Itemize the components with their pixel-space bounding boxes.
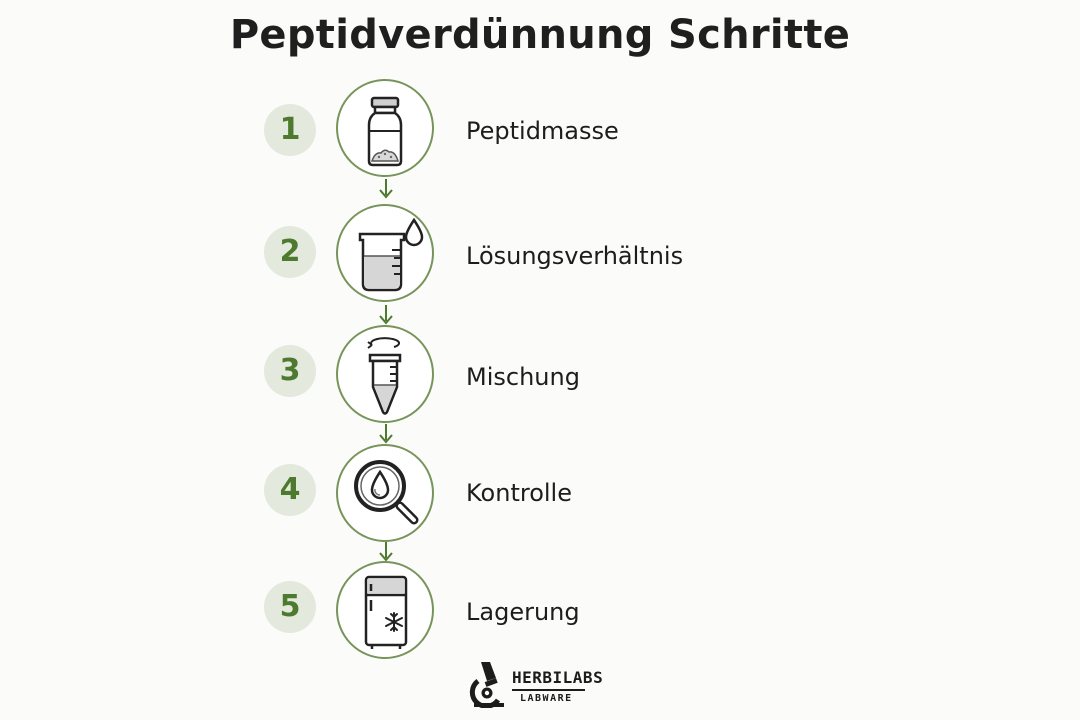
step-icon-circle xyxy=(336,561,434,659)
step-label: Peptidmasse xyxy=(466,117,619,145)
centrifuge-tube-icon xyxy=(367,337,402,415)
flow-arrow xyxy=(379,424,393,444)
step-3: 3 Mischung xyxy=(0,325,1080,425)
step-label: Lagerung xyxy=(466,598,580,626)
step-icon-circle xyxy=(336,444,434,542)
step-2: 2 Lösungsverhältnis xyxy=(0,204,1080,304)
beaker-drop-icon xyxy=(358,217,424,292)
step-label: Kontrolle xyxy=(466,479,572,507)
step-number: 5 xyxy=(264,581,316,633)
step-icon-circle xyxy=(336,79,434,177)
step-4: 4 Kontrolle xyxy=(0,444,1080,544)
brand-name: HERBILABS xyxy=(512,668,604,687)
step-icon-circle xyxy=(336,204,434,302)
step-label: Mischung xyxy=(466,363,580,391)
flow-arrow xyxy=(379,542,393,562)
brand-tagline: LABWARE xyxy=(520,693,573,704)
step-1: 1 Peptidmasse xyxy=(0,78,1080,178)
step-label: Lösungsverhältnis xyxy=(466,242,684,270)
magnifier-drop-icon xyxy=(354,460,419,525)
refrigerator-icon xyxy=(364,575,408,649)
brand-divider xyxy=(512,689,585,691)
flow-arrow xyxy=(379,305,393,325)
step-number: 1 xyxy=(264,104,316,156)
step-number: 2 xyxy=(264,226,316,278)
step-number: 3 xyxy=(264,345,316,397)
step-5: 5 Lagerung xyxy=(0,561,1080,661)
page-title: Peptidverdünnung Schritte xyxy=(229,12,851,58)
step-icon-circle xyxy=(336,325,434,423)
flow-arrow xyxy=(379,179,393,199)
vial-icon xyxy=(367,96,403,167)
microscope-icon xyxy=(469,662,504,708)
step-number: 4 xyxy=(264,464,316,516)
